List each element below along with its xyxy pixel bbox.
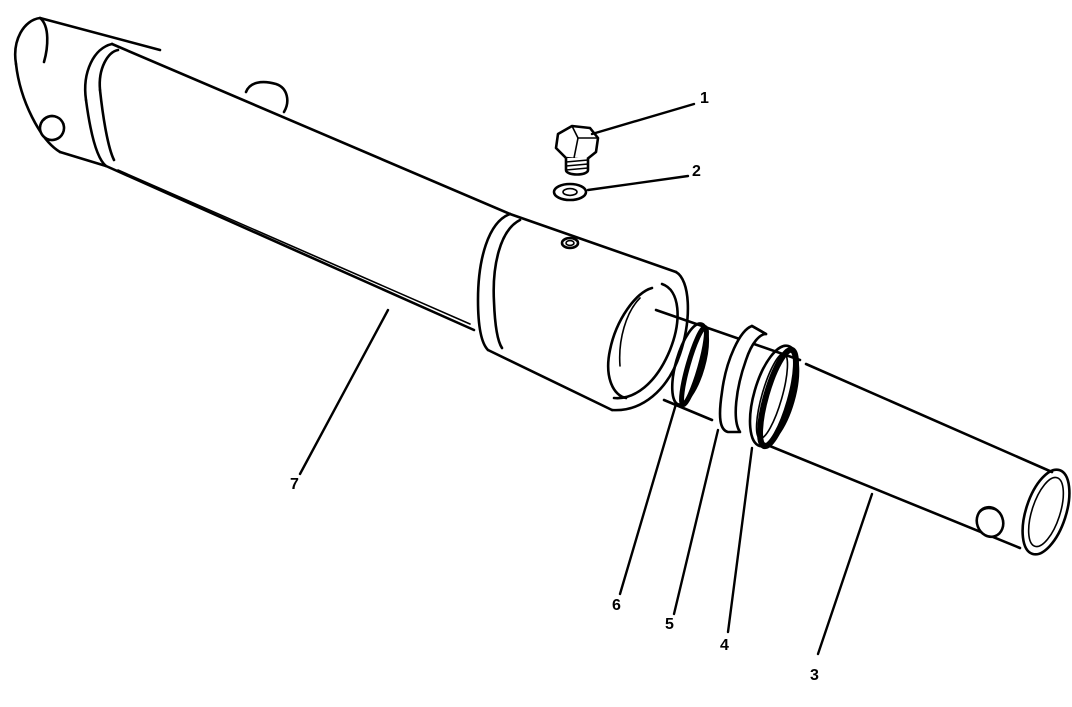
leader-line-4 <box>726 446 754 634</box>
piston-rod <box>654 308 1071 556</box>
leader-line-6 <box>618 402 678 596</box>
callout-4: 4 <box>720 637 729 654</box>
wiper-ring <box>718 324 768 434</box>
callout-5: 5 <box>665 616 674 633</box>
leader-line-7 <box>298 308 390 476</box>
barrel-collar <box>83 42 120 168</box>
rod-seal <box>748 344 800 450</box>
o-ring <box>670 322 710 407</box>
callout-7: 7 <box>290 476 299 493</box>
barrel-tapped-hole <box>560 236 580 250</box>
barrel-side-boss <box>244 80 289 114</box>
callout-2: 2 <box>692 163 701 180</box>
callout-6: 6 <box>612 597 621 614</box>
callout-1: 1 <box>700 90 709 107</box>
hex-head-bolt <box>554 124 600 176</box>
leader-line-5 <box>672 428 720 616</box>
cylinder-barrel <box>13 16 690 412</box>
callout-3: 3 <box>810 667 819 684</box>
leader-line-3 <box>816 492 874 656</box>
barrel-top-edge <box>110 42 512 216</box>
barrel-end-cap <box>13 16 162 154</box>
barrel-highlight <box>117 169 471 325</box>
barrel-bottom-edge <box>58 150 476 332</box>
barrel-gland-sleeve <box>476 212 690 412</box>
leader-line-2 <box>586 174 690 192</box>
leader-line-1 <box>590 102 696 136</box>
washer <box>552 182 588 202</box>
